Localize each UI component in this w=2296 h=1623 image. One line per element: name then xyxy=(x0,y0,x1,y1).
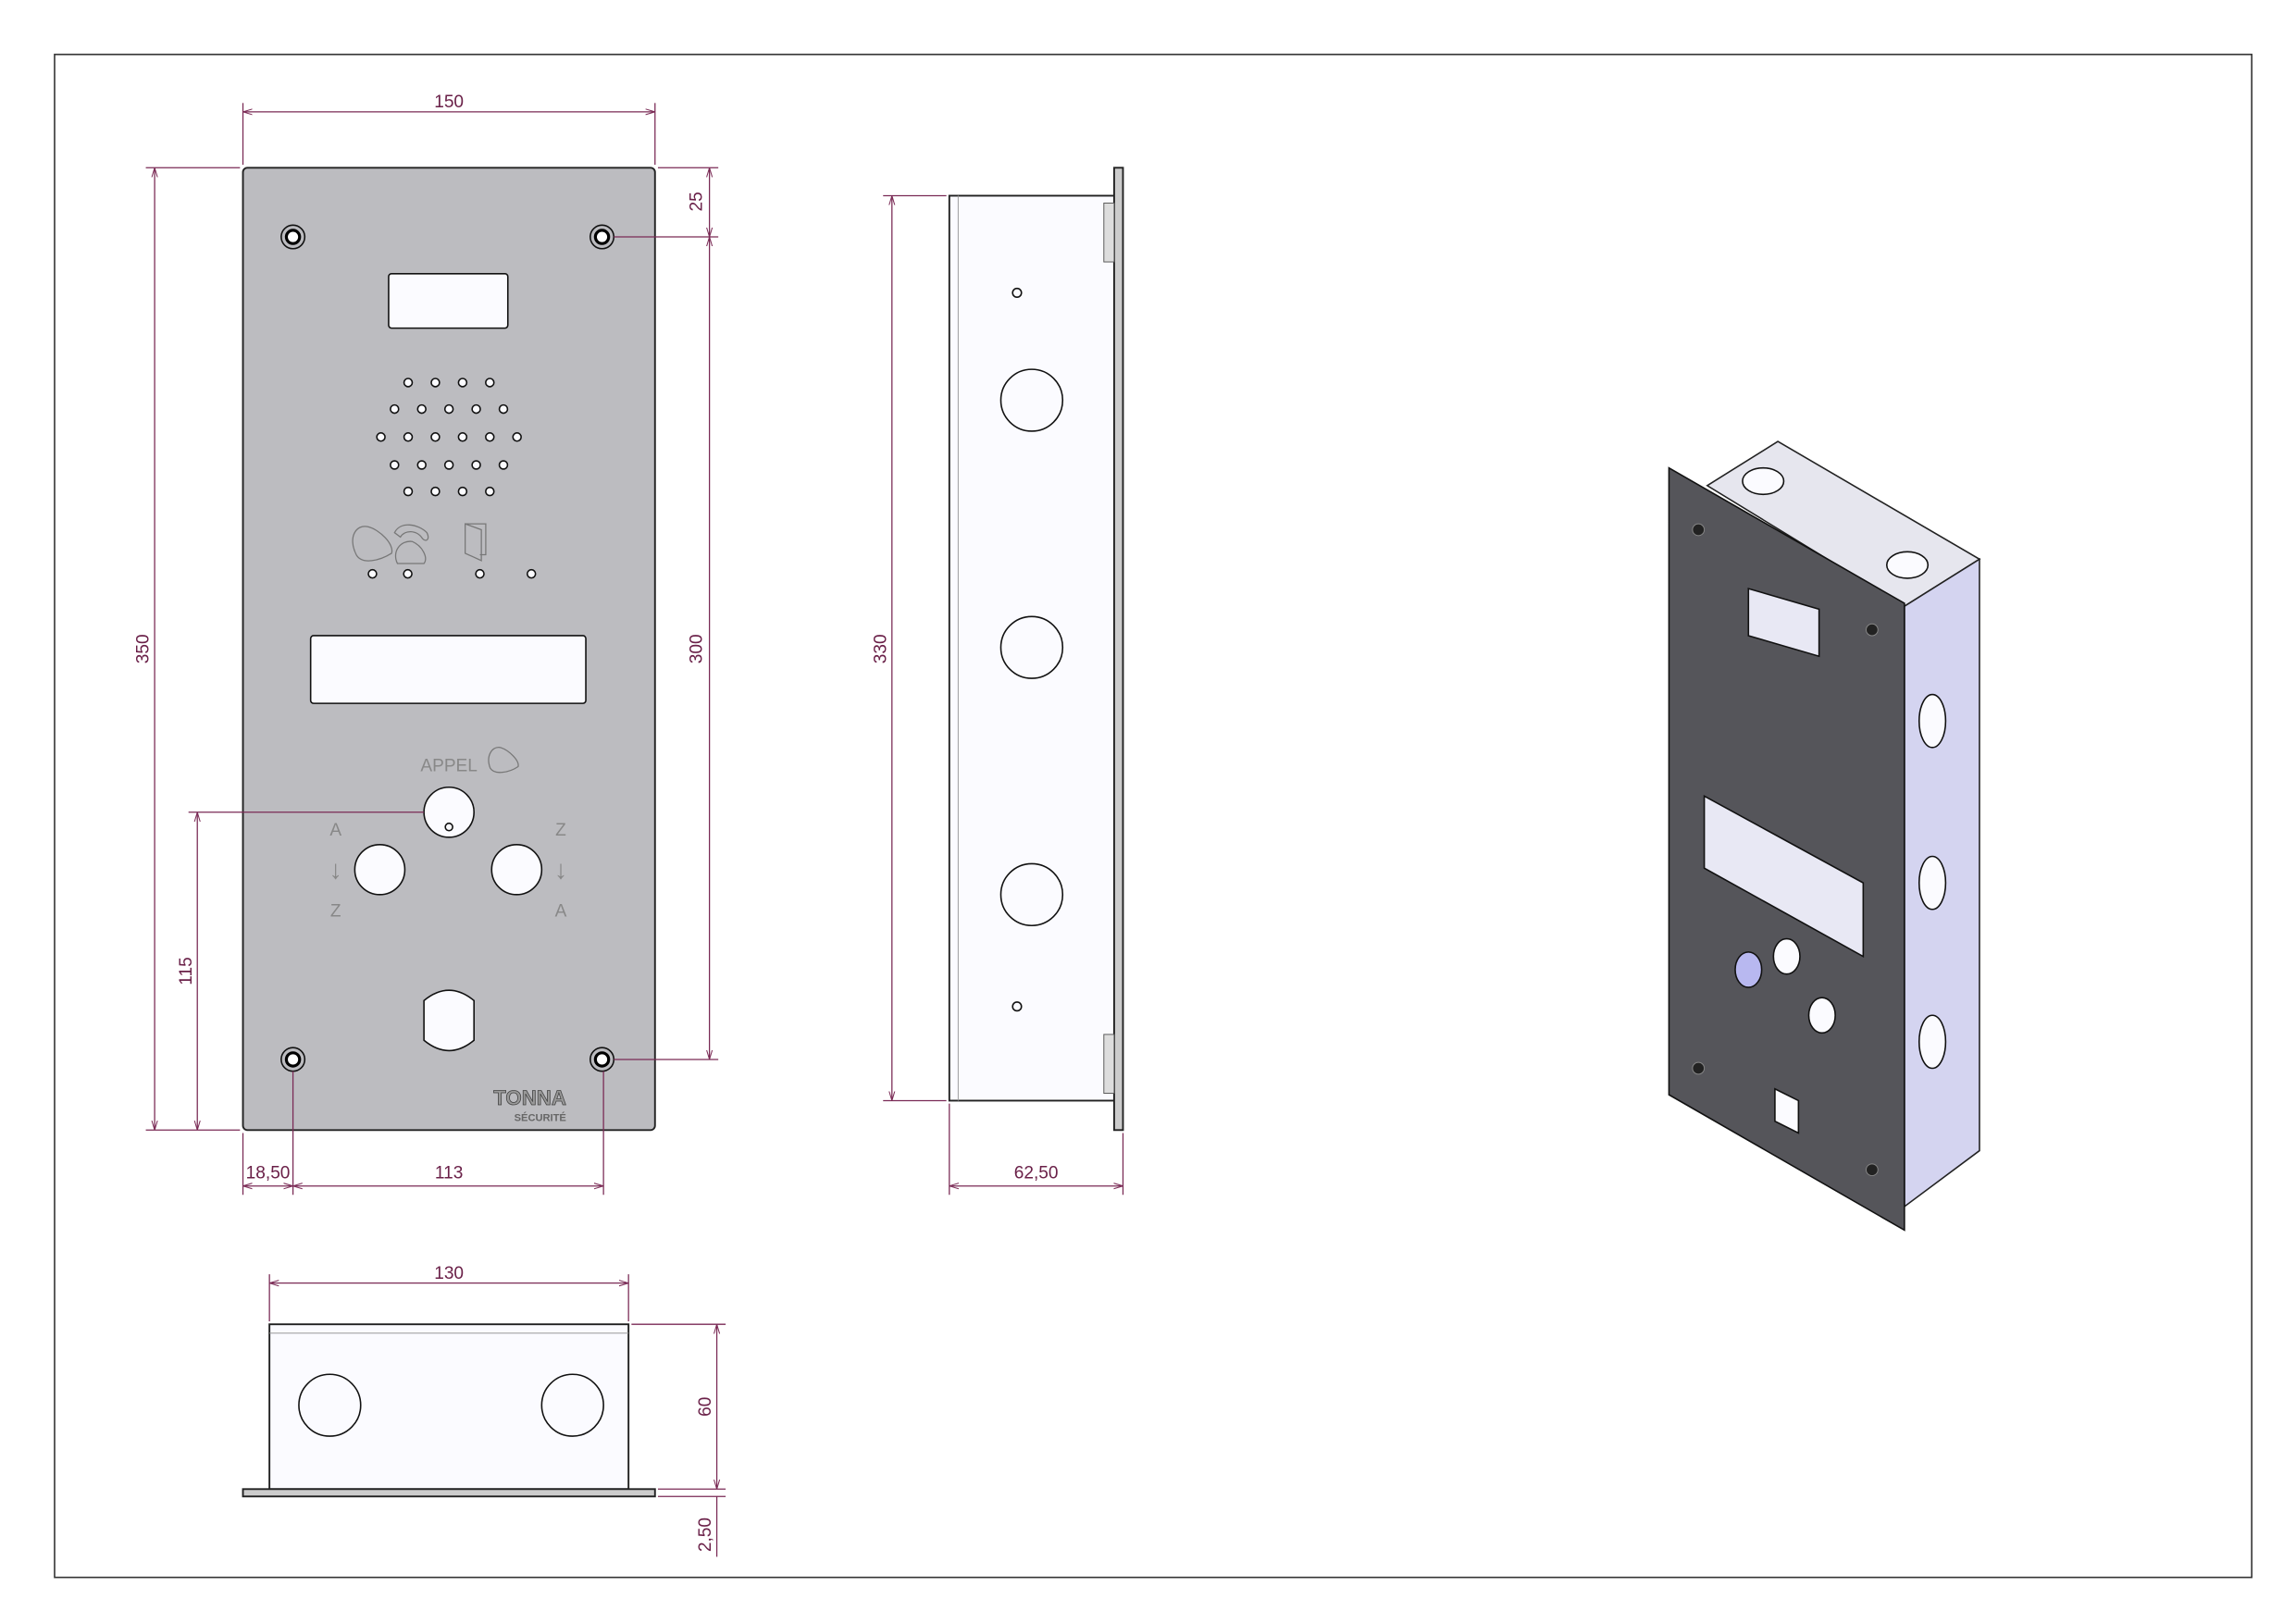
speaker-hole xyxy=(471,460,481,470)
mounting-hole xyxy=(1011,287,1023,299)
lock-cutout xyxy=(423,989,475,1052)
speaker-hole xyxy=(443,460,454,470)
knockout xyxy=(999,862,1064,927)
call-label: APPEL xyxy=(420,756,478,775)
speaker-hole xyxy=(457,378,468,388)
side-view: 330 62,50 xyxy=(871,167,1124,1196)
dim-hole-spacing-vertical: 300 xyxy=(688,634,707,663)
mounting-hole xyxy=(1011,1001,1023,1012)
call-button-led xyxy=(444,822,453,832)
dim-button-height: 115 xyxy=(177,957,196,985)
speaker-hole xyxy=(485,378,495,388)
screw-hole xyxy=(280,224,306,250)
dim-box-depth: 62,50 xyxy=(1014,1164,1059,1183)
arrow-down-left-icon: ↓ xyxy=(329,855,342,885)
dim-bottom-depth: 60 xyxy=(696,1397,715,1417)
telephone-icon xyxy=(393,524,429,564)
screw-hole xyxy=(590,1047,615,1072)
knockout xyxy=(298,1373,362,1437)
speaker-hole xyxy=(430,486,441,497)
dim-flange-thickness: 2,50 xyxy=(696,1518,715,1552)
bottom-dimensions: 130 60 2,50 xyxy=(268,1264,726,1557)
speaker-hole xyxy=(403,378,414,388)
screw-holes xyxy=(280,224,615,1072)
dim-width: 150 xyxy=(434,93,464,112)
front-flange xyxy=(1112,167,1124,1132)
dim-hole-spacing-horizontal: 113 xyxy=(435,1164,463,1183)
knockout xyxy=(540,1373,604,1437)
dim-top-offset: 25 xyxy=(688,192,707,211)
speaker-hole xyxy=(512,432,522,442)
speaker-hole xyxy=(416,460,427,470)
scroll-right-button xyxy=(490,843,543,896)
front-view: APPEL A ↓ Z Z ↓ A TONNA SÉCURITÉ 150 350… xyxy=(134,93,719,1196)
dim-box-height: 330 xyxy=(871,634,890,663)
isometric-view xyxy=(1668,440,1981,1232)
label-a-right: A xyxy=(555,902,567,922)
label-a-left: A xyxy=(329,821,341,840)
speaker-hole xyxy=(471,403,481,415)
screw-hole xyxy=(280,1047,306,1072)
knockout xyxy=(999,615,1064,679)
name-display-window xyxy=(309,635,587,704)
dim-bottom-width: 130 xyxy=(434,1264,464,1283)
speaker-hole xyxy=(430,432,441,442)
dim-left-offset: 18,50 xyxy=(246,1164,291,1183)
speaker-grille xyxy=(376,378,522,497)
speaker-hole xyxy=(485,432,495,442)
knockout xyxy=(999,368,1064,432)
drawing-frame xyxy=(54,54,2253,1579)
speaker-hole xyxy=(403,432,414,442)
speaker-hole xyxy=(403,486,414,497)
speaker-hole xyxy=(498,403,509,415)
front-dimensions: 150 350 25 300 115 18,50 113 xyxy=(134,93,719,1196)
bottom-flange xyxy=(242,1488,656,1498)
label-z-right: Z xyxy=(555,821,566,840)
indicator-holes xyxy=(367,568,537,579)
speaker-hole xyxy=(430,378,441,388)
speaker-hole xyxy=(390,403,400,415)
svg-text:TONNA: TONNA xyxy=(493,1086,566,1109)
screw-hole xyxy=(590,224,615,250)
speaker-hole xyxy=(485,486,495,497)
iso-display-window xyxy=(1703,794,1865,958)
speaker-hole xyxy=(390,460,400,470)
dim-height: 350 xyxy=(134,634,154,663)
arrow-down-right-icon: ↓ xyxy=(554,855,567,885)
speaker-hole xyxy=(416,403,427,415)
speaker-hole xyxy=(457,432,468,442)
speaker-hole xyxy=(376,432,386,442)
scroll-left-button xyxy=(354,843,406,896)
call-bell-icon xyxy=(488,747,519,774)
camera-window xyxy=(388,272,509,329)
speaker-hole xyxy=(443,403,454,415)
speaker-hole xyxy=(498,460,509,470)
side-dimensions: 330 62,50 xyxy=(871,194,1124,1196)
door-icon xyxy=(465,523,487,562)
iso-camera-window xyxy=(1747,588,1820,658)
tonna-logo: TONNA SÉCURITÉ xyxy=(493,1086,566,1124)
bell-icon xyxy=(352,526,393,562)
speaker-hole xyxy=(457,486,468,497)
bottom-view: 130 60 2,50 xyxy=(242,1264,726,1557)
svg-text:SÉCURITÉ: SÉCURITÉ xyxy=(515,1112,566,1124)
label-z-left: Z xyxy=(330,902,341,922)
